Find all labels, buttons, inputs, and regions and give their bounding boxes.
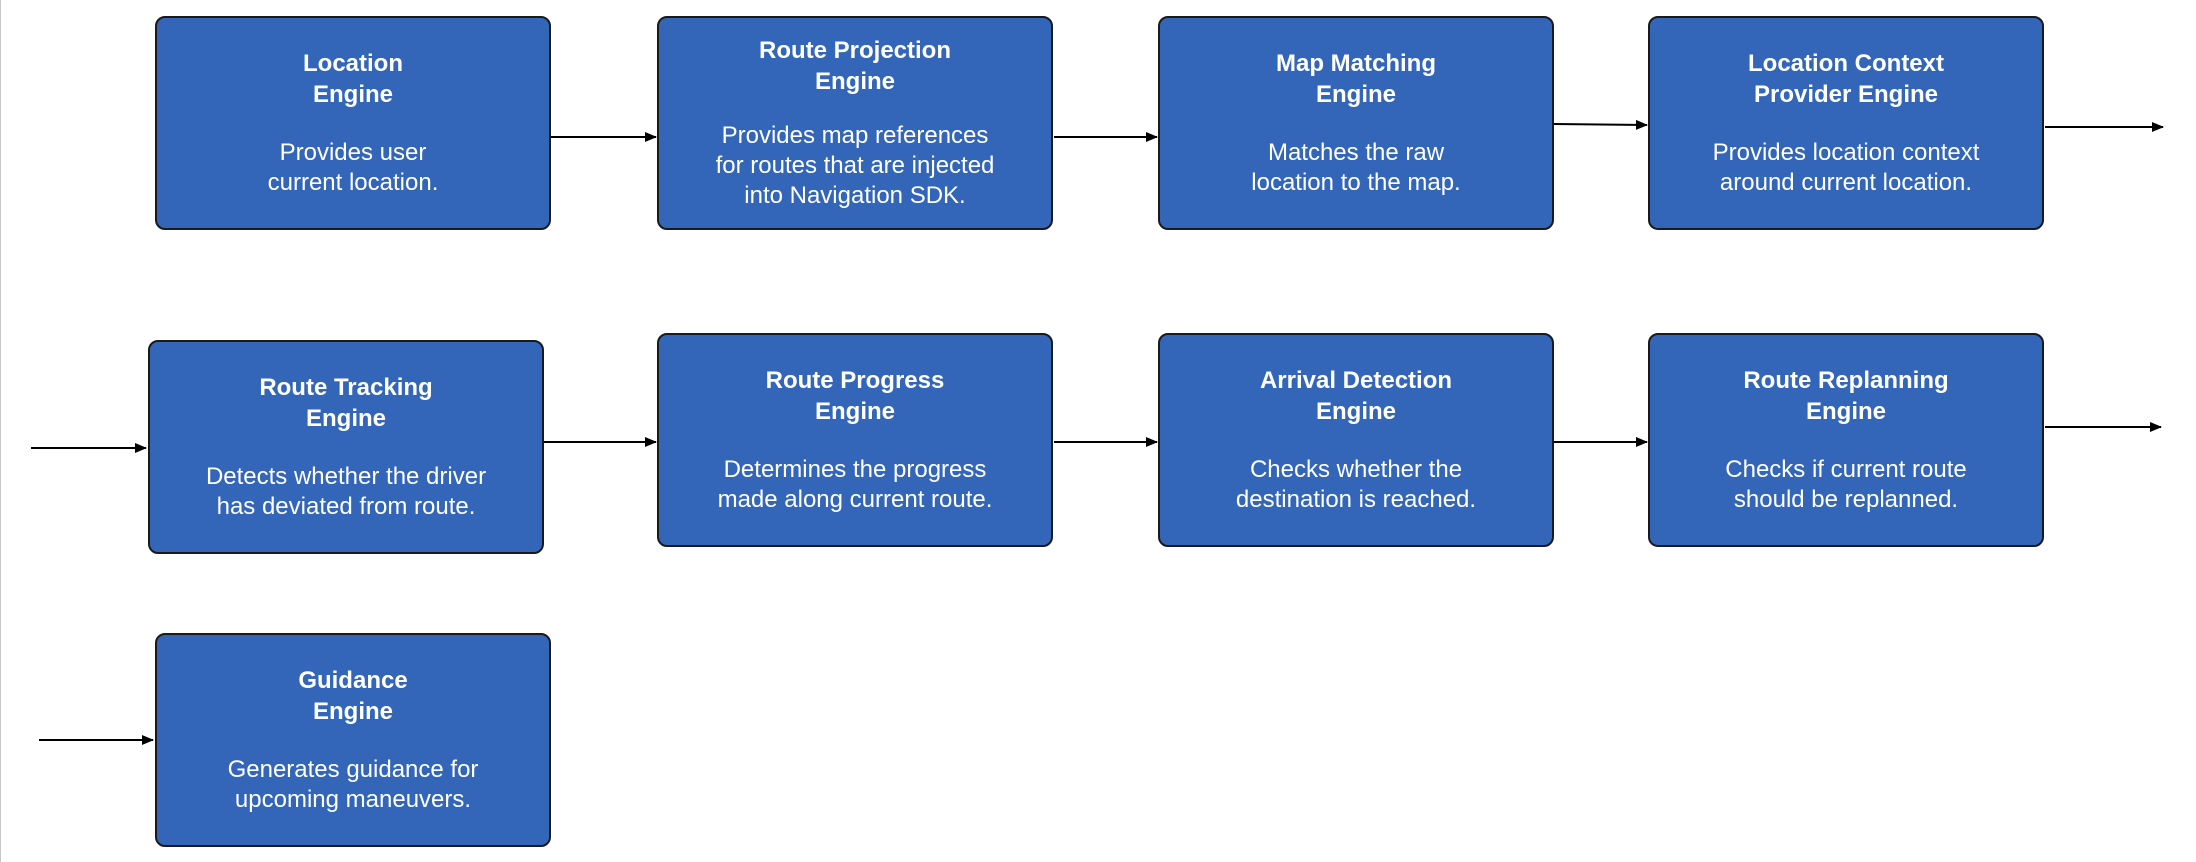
route-progress-engine-box: Route Progress Engine Determines the pro…: [657, 333, 1053, 547]
engine-title: Location Engine: [303, 50, 403, 108]
engine-title: Location Context Provider Engine: [1748, 50, 1944, 108]
engine-description: Provides user current location.: [267, 139, 439, 196]
route-tracking-engine-box: Route Tracking Engine Detects whether th…: [148, 340, 544, 554]
engine-description: Provides map references for routes that …: [715, 122, 995, 209]
map-matching-engine-box: Map Matching Engine Matches the raw loca…: [1158, 16, 1554, 230]
location-context-provider-engine-box: Location Context Provider Engine Provide…: [1648, 16, 2044, 230]
engine-description: Generates guidance for upcoming maneuver…: [227, 756, 479, 813]
engine-description: Determines the progress made along curre…: [717, 456, 993, 513]
engine-title: Route Projection Engine: [758, 37, 951, 95]
guidance-engine-box: Guidance Engine Generates guidance for u…: [155, 633, 551, 847]
engine-description: Provides location context around current…: [1712, 139, 1980, 196]
engine-description: Checks whether the destination is reache…: [1235, 456, 1477, 513]
arrow-map-matching-to-location-context: [1553, 119, 1648, 130]
engine-title: Route Progress Engine: [765, 367, 945, 425]
route-projection-engine-box: Route Projection Engine Provides map ref…: [657, 16, 1053, 230]
arrival-detection-engine-box: Arrival Detection Engine Checks whether …: [1158, 333, 1554, 547]
engine-title: Arrival Detection Engine: [1259, 367, 1453, 425]
engine-description: Checks if current route should be replan…: [1725, 456, 1967, 513]
location-engine-box: Location Engine Provides user current lo…: [155, 16, 551, 230]
engine-title: Guidance Engine: [298, 667, 408, 725]
engine-title: Route Replanning Engine: [1743, 367, 1949, 425]
route-replanning-engine-box: Route Replanning Engine Checks if curren…: [1648, 333, 2044, 547]
engine-title: Route Tracking Engine: [259, 374, 433, 432]
engine-description: Matches the raw location to the map.: [1251, 139, 1461, 196]
engine-description: Detects whether the driver has deviated …: [205, 463, 487, 520]
engine-title: Map Matching Engine: [1276, 50, 1436, 108]
